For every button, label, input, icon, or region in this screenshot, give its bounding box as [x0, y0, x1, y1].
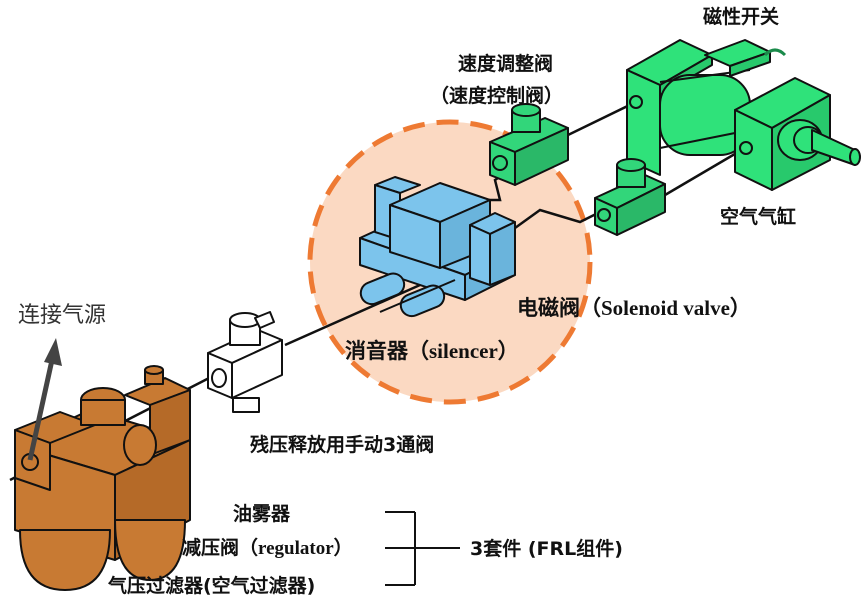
label-air-cylinder: 空气气缸	[720, 206, 797, 228]
label-filter: 气压过滤器(空气过滤器)	[108, 575, 316, 597]
arrow-head-icon	[44, 338, 62, 366]
air-source-arrow	[27, 338, 62, 461]
label-air-source: 连接气源	[18, 303, 107, 328]
solenoid-valve	[359, 176, 516, 318]
tube-speed2-to-cylinder	[664, 146, 746, 197]
label-lubricator: 油雾器	[233, 503, 291, 525]
label-frl-group: 3套件 (FRL组件)	[470, 538, 623, 560]
label-magnetic-switch: 磁性开关	[703, 6, 780, 28]
air-cylinder	[626, 39, 861, 191]
tube-solenoid-to-speed2	[514, 208, 601, 230]
label-manual-3way-valve: 残压释放用手动3通阀	[250, 434, 435, 456]
label-speed-valve-line1: 速度调整阀	[458, 53, 554, 75]
speed-control-valve-2	[594, 158, 666, 236]
label-speed-valve-line2: （速度控制阀）	[430, 85, 564, 107]
speed-control-valve-1	[489, 103, 569, 186]
label-silencer: 消音器（silencer）	[345, 339, 519, 363]
frl-bracket	[385, 511, 460, 586]
label-solenoid-valve: 电磁阀（Solenoid valve）	[517, 296, 751, 320]
label-regulator: 减压阀（regulator）	[182, 538, 353, 559]
manual-3way-valve	[207, 311, 283, 413]
